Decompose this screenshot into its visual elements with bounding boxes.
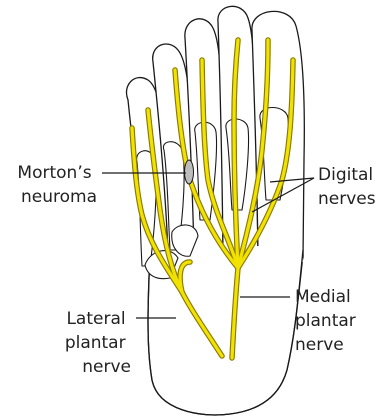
neuroma-label: Morton’s neuroma	[17, 163, 97, 207]
lateral-plantar-label: Lateral plantar nerve	[65, 309, 131, 377]
digital-nerves-label: Digital nerves	[318, 165, 379, 209]
medial-plantar-label: Medial plantar nerve	[295, 287, 361, 355]
mortons-neuroma	[185, 160, 194, 184]
